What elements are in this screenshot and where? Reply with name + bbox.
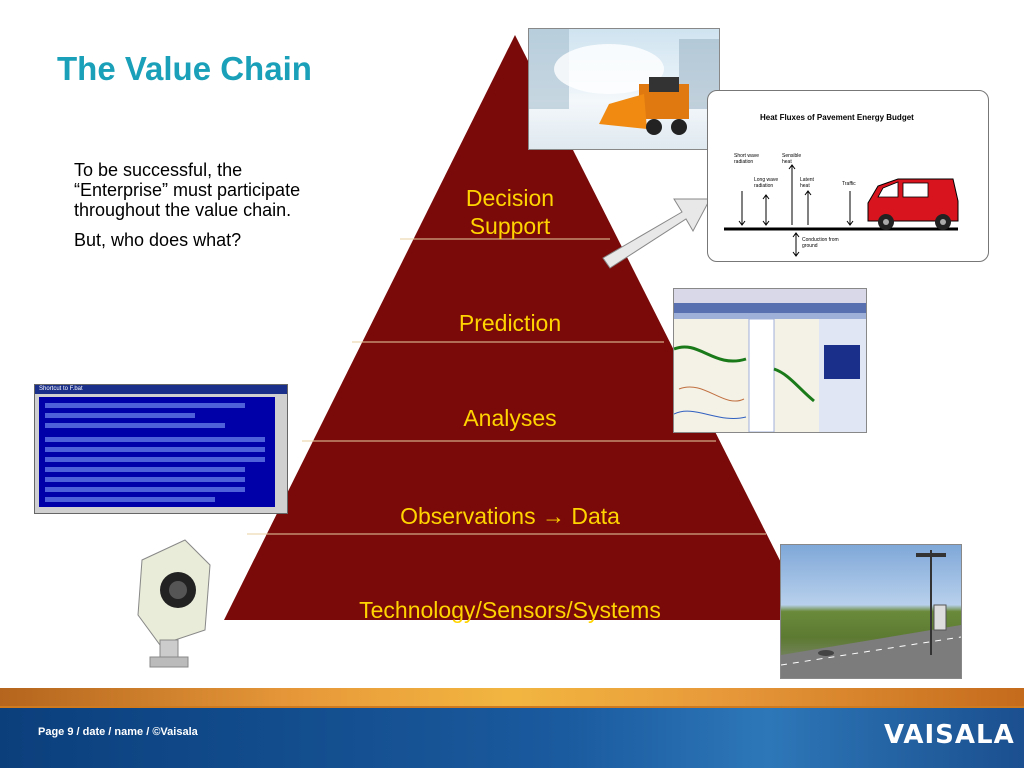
- terminal-title: Shortcut to F.bat: [35, 385, 287, 394]
- pyramid-shape: [224, 35, 810, 620]
- layer-prediction: Prediction: [458, 310, 562, 336]
- terminal-window: Shortcut to F.bat: [34, 384, 288, 514]
- vaisala-logo: VAISALA: [884, 720, 1015, 750]
- slide-title: The Value Chain: [57, 50, 312, 87]
- flux-traffic: Traffic: [842, 181, 856, 187]
- footer-bar: [0, 708, 1024, 768]
- flux-short-wave: Short wave radiation: [734, 153, 760, 165]
- flux-long-wave: Long wave radiation: [754, 177, 779, 189]
- footer-band: [0, 688, 1024, 706]
- snowplow-photo: [528, 28, 720, 150]
- layer-technology: Technology/Sensors/Systems: [359, 597, 661, 623]
- layer-analyses: Analyses: [463, 405, 557, 431]
- van-icon: [867, 178, 959, 230]
- intro-text: To be successful, the “Enterprise” must …: [74, 160, 304, 260]
- road-station-photo: [780, 544, 962, 679]
- footer-text: Page 9 / date / name / ©Vaisala: [38, 726, 198, 738]
- terminal-screen: [39, 397, 275, 507]
- layer-observations: Observations → Data: [400, 503, 620, 529]
- layer-decision-line1: Decision: [465, 185, 555, 211]
- layer-decision-support: Decision Support: [435, 184, 585, 240]
- flux-title: Heat Fluxes of Pavement Energy Budget: [760, 113, 914, 122]
- flux-sensible: Sensible heat: [782, 153, 802, 165]
- intro-paragraph-2: But, who does what?: [74, 230, 242, 250]
- sensor-camera-image: [130, 535, 220, 680]
- footer-band-line: [0, 706, 1024, 708]
- heat-flux-diagram: Heat Fluxes of Pavement Energy Budget Sh…: [707, 90, 989, 262]
- map-screenshot: [673, 288, 867, 433]
- layer-decision-line2: Support: [469, 213, 551, 239]
- flux-conduction: Conduction from ground: [802, 237, 839, 249]
- arrow-icon: [602, 198, 711, 269]
- flux-latent: Latent heat: [800, 177, 814, 189]
- intro-paragraph-1: To be successful, the “Enterprise” must …: [74, 160, 301, 220]
